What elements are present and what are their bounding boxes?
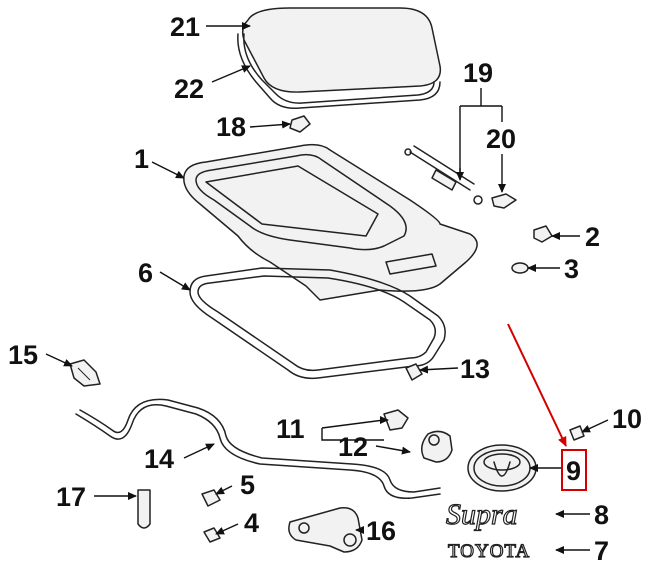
leader-4 [215,523,239,535]
part-12-cylinder [421,430,453,463]
part-15-latch [69,359,101,387]
callout-3: 3 [564,254,579,284]
leader-18 [249,120,291,129]
part-22-weatherstrip [237,33,441,110]
leader-19-bracket [459,88,503,178]
part-5-clip [201,489,221,507]
model-script-lettering: Supra [446,498,518,531]
callout-12: 12 [338,432,368,462]
highlight-arrow [507,323,567,447]
highlight-part-9 [507,323,587,491]
part-4-clip [203,527,221,543]
callout-2: 2 [585,222,600,252]
callout-1: 1 [134,144,149,174]
part-20-bracket [491,193,517,209]
callout-17: 17 [56,482,86,512]
part-18-clip [289,115,311,133]
leader-5 [215,485,233,495]
callout-13: 13 [460,354,490,384]
part-2-stopper [533,225,553,243]
part-11-lock [383,409,409,431]
callout-22: 22 [174,74,204,104]
callout-20: 20 [486,124,516,154]
part-9-emblem [467,444,537,492]
highlight-box [561,449,587,491]
callout-15: 15 [8,340,38,370]
brand-lettering: TOYOTA [448,541,530,562]
callout-11: 11 [276,414,305,444]
part-1-hatch-door [183,143,478,301]
leader-22 [211,65,251,83]
leader-12 [375,445,411,455]
callout-labels: 21 22 18 19 20 1 2 3 6 15 13 10 11 12 14… [8,12,642,566]
callout-9: 9 [566,456,581,486]
callout-21: 21 [170,12,200,42]
leader-lines [45,22,609,554]
part-21-glass [241,7,442,93]
callout-14: 14 [144,444,174,474]
callout-19: 19 [463,58,493,88]
callout-5: 5 [240,470,255,500]
callout-18: 18 [216,112,246,142]
part-6-weatherstrip [189,267,446,380]
callout-10: 10 [612,404,642,434]
leader-15 [45,353,73,367]
part-16-latch-assembly [288,506,363,553]
part-17-rod [137,489,151,529]
callout-6: 6 [138,258,153,288]
part-13-clip [405,363,423,381]
leader-10 [581,419,609,433]
part-14-cable [75,398,441,499]
leader-11-bracket [321,419,385,441]
callout-16: 16 [366,516,396,546]
leader-13 [419,365,459,374]
leader-1 [151,161,185,179]
part-8-model-script: Supra [445,497,518,531]
callout-7: 7 [594,536,609,566]
callout-8: 8 [594,500,609,530]
callout-4: 4 [244,508,259,538]
leader-6 [159,271,191,291]
leader-14 [183,443,215,459]
part-10-screw [569,425,585,441]
part-3-cushion [511,262,529,274]
part-7-brand-lettering: TOYOTA [447,540,530,562]
part-19-strut [404,145,483,205]
